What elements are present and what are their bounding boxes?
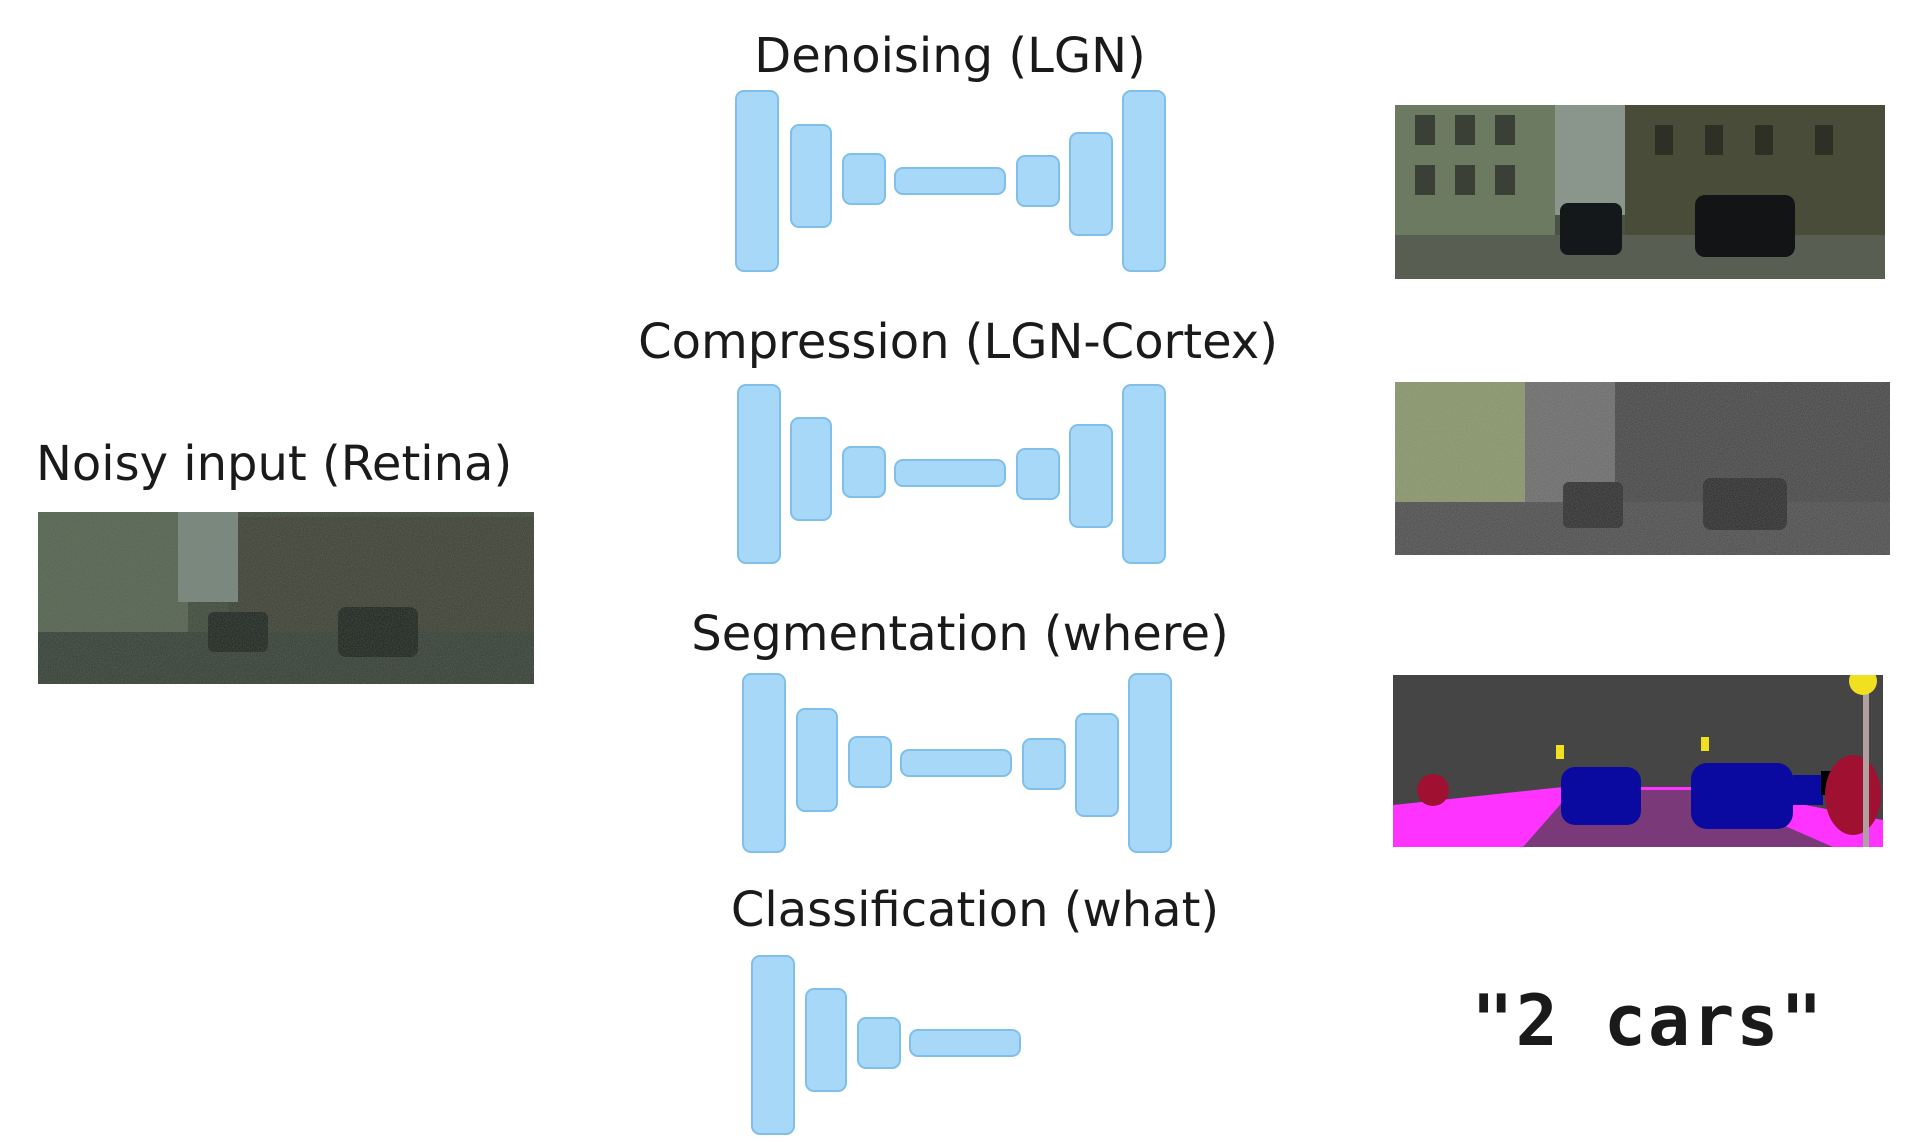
noisy-input-image bbox=[38, 512, 534, 684]
decoder-block-1 bbox=[1022, 738, 1066, 790]
input-label: Noisy input (Retina) bbox=[36, 436, 513, 492]
encoder-block-1 bbox=[735, 90, 779, 272]
bottleneck-block bbox=[900, 749, 1012, 777]
compressed-output-image bbox=[1395, 382, 1890, 555]
decoder-block-2 bbox=[1069, 424, 1113, 528]
encoder-block-3 bbox=[842, 446, 886, 498]
decoder-block-2 bbox=[1069, 132, 1113, 236]
encoder-block-2 bbox=[805, 988, 847, 1092]
task-label-compression: Compression (LGN-Cortex) bbox=[638, 314, 1278, 370]
denoised-output-image bbox=[1395, 105, 1885, 279]
encoder-block-3 bbox=[848, 736, 892, 788]
segmentation-output-image bbox=[1393, 675, 1883, 847]
bottleneck-block bbox=[894, 459, 1006, 487]
decoder-block-2 bbox=[1075, 713, 1119, 817]
decoder-block-1 bbox=[1016, 155, 1060, 207]
encoder-block-3 bbox=[842, 153, 886, 205]
decoder-block-3 bbox=[1128, 673, 1172, 853]
encoder-block-1 bbox=[737, 384, 781, 564]
output-head-block bbox=[909, 1029, 1021, 1057]
task-label-denoising: Denoising (LGN) bbox=[754, 28, 1146, 84]
encoder-block-2 bbox=[796, 708, 838, 812]
encoder-block-3 bbox=[857, 1017, 901, 1069]
decoder-block-3 bbox=[1122, 384, 1166, 564]
task-label-segmentation: Segmentation (where) bbox=[691, 606, 1229, 662]
task-label-classification: Classification (what) bbox=[730, 882, 1220, 938]
decoder-block-3 bbox=[1122, 90, 1166, 272]
encoder-block-2 bbox=[790, 417, 832, 521]
encoder-block-1 bbox=[742, 673, 786, 853]
encoder-block-2 bbox=[790, 124, 832, 228]
bottleneck-block bbox=[894, 167, 1006, 195]
encoder-block-1 bbox=[751, 955, 795, 1135]
decoder-block-1 bbox=[1016, 448, 1060, 500]
classification-output: "2 cars" bbox=[1471, 980, 1825, 1062]
